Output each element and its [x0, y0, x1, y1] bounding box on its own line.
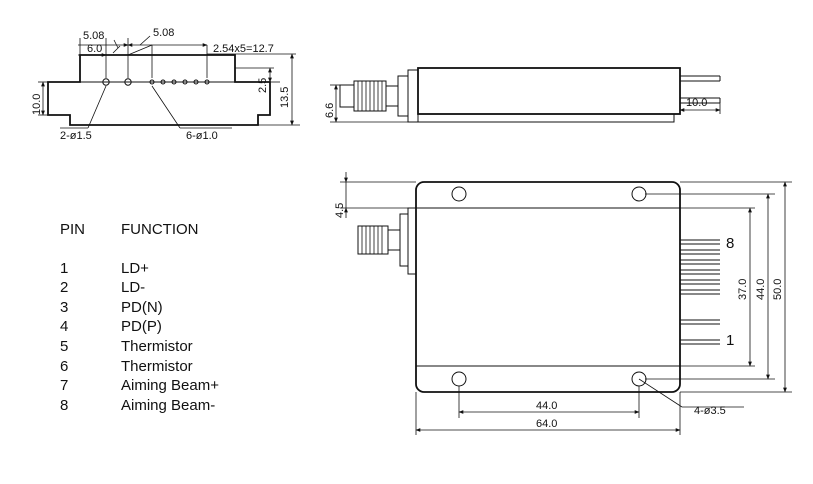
- top-mount-hole: [631, 186, 647, 202]
- dim-10-0-side: 10.0: [686, 97, 707, 109]
- side-view: 10.0 6.6: [324, 67, 721, 123]
- dim-2-5: 2.5: [257, 78, 269, 93]
- dim-2-holes: 2-ø1.5: [60, 130, 92, 142]
- front-mount-hole: [124, 78, 132, 86]
- pin-table-row-function: Aiming Beam-: [121, 397, 215, 414]
- front-pin-hole: [182, 79, 188, 85]
- pin-label-last: 8: [726, 235, 734, 252]
- pin-table-row-function: LD+: [121, 260, 149, 277]
- side-body: [417, 67, 681, 115]
- dim-13-5: 13.5: [279, 87, 291, 108]
- pin-table-row-pin: 7: [60, 377, 68, 394]
- dim-6-holes: 6-ø1.0: [186, 130, 218, 142]
- pin-function-table: PIN FUNCTION 1 LD+ 2 LD- 3 PD(N) 4 PD(P)…: [60, 221, 219, 414]
- front-pin-hole: [193, 79, 199, 85]
- dim-pitch: 2.54x5=12.7: [213, 43, 274, 55]
- pin-table-row-function: PD(P): [121, 318, 162, 335]
- dim-5-08-right: 5.08: [153, 27, 174, 39]
- dim-6-0: 6.0: [87, 43, 102, 55]
- side-connector-tip: [339, 84, 355, 108]
- pin-table-row-pin: 5: [60, 338, 68, 355]
- pin-table-row-function: Thermistor: [121, 358, 193, 375]
- top-connector-flange-2: [407, 207, 417, 275]
- dim-44-0-horizontal: 44.0: [536, 400, 557, 412]
- front-pin-hole: [149, 79, 155, 85]
- dim-37-0: 37.0: [737, 279, 749, 300]
- front-pin-hole: [171, 79, 177, 85]
- front-pin-hole: [160, 79, 166, 85]
- pin-table-row-pin: 4: [60, 318, 68, 335]
- side-flange-2: [407, 69, 419, 123]
- pin-table-row-function: PD(N): [121, 299, 163, 316]
- front-view: 5.08 6.0 5.08 2.54x5=12.7 10.0 2.5 13.5 …: [31, 27, 300, 142]
- side-connector-knurl: [353, 80, 387, 112]
- dim-4-5: 4.5: [334, 203, 346, 218]
- pin-table-header-function: FUNCTION: [121, 221, 199, 238]
- pin-table-row-function: Thermistor: [121, 338, 193, 355]
- dim-5-08-left: 5.08: [83, 30, 104, 42]
- dim-4-holes: 4-ø3.5: [694, 405, 726, 417]
- top-mount-hole: [451, 371, 467, 387]
- pin-table-row-function: Aiming Beam+: [121, 377, 219, 394]
- pin-table-row-pin: 6: [60, 358, 68, 375]
- pin-table-row-pin: 1: [60, 260, 68, 277]
- dim-64-0: 64.0: [536, 418, 557, 430]
- dim-44-0-vertical: 44.0: [755, 279, 767, 300]
- top-connector-flange: [399, 213, 409, 267]
- dim-50-0: 50.0: [772, 279, 784, 300]
- dim-6-6: 6.6: [324, 103, 336, 118]
- top-pins: [680, 239, 720, 345]
- front-pin-hole: [204, 79, 210, 85]
- pin-table-row-pin: 2: [60, 279, 68, 296]
- top-connector-knurl: [357, 225, 389, 255]
- pin-table-header-pin: PIN: [60, 221, 85, 238]
- pin-table-row-function: LD-: [121, 279, 145, 296]
- top-view: 8 1 37.0 44.0 50.0 4.5 44.0 64.0 4: [334, 172, 792, 435]
- front-view-outline: [47, 54, 271, 126]
- pin-table-row-pin: 3: [60, 299, 68, 316]
- front-mount-hole: [102, 78, 110, 86]
- pin-table-row-pin: 8: [60, 397, 68, 414]
- side-connector-nut: [385, 85, 399, 107]
- top-base-plate: [415, 181, 681, 393]
- side-flange: [397, 75, 409, 117]
- dim-10-0-front: 10.0: [31, 94, 43, 115]
- top-connector-nut: [387, 229, 401, 251]
- pin-label-first: 1: [726, 332, 734, 349]
- side-base-plate: [417, 113, 675, 123]
- top-mount-hole: [451, 186, 467, 202]
